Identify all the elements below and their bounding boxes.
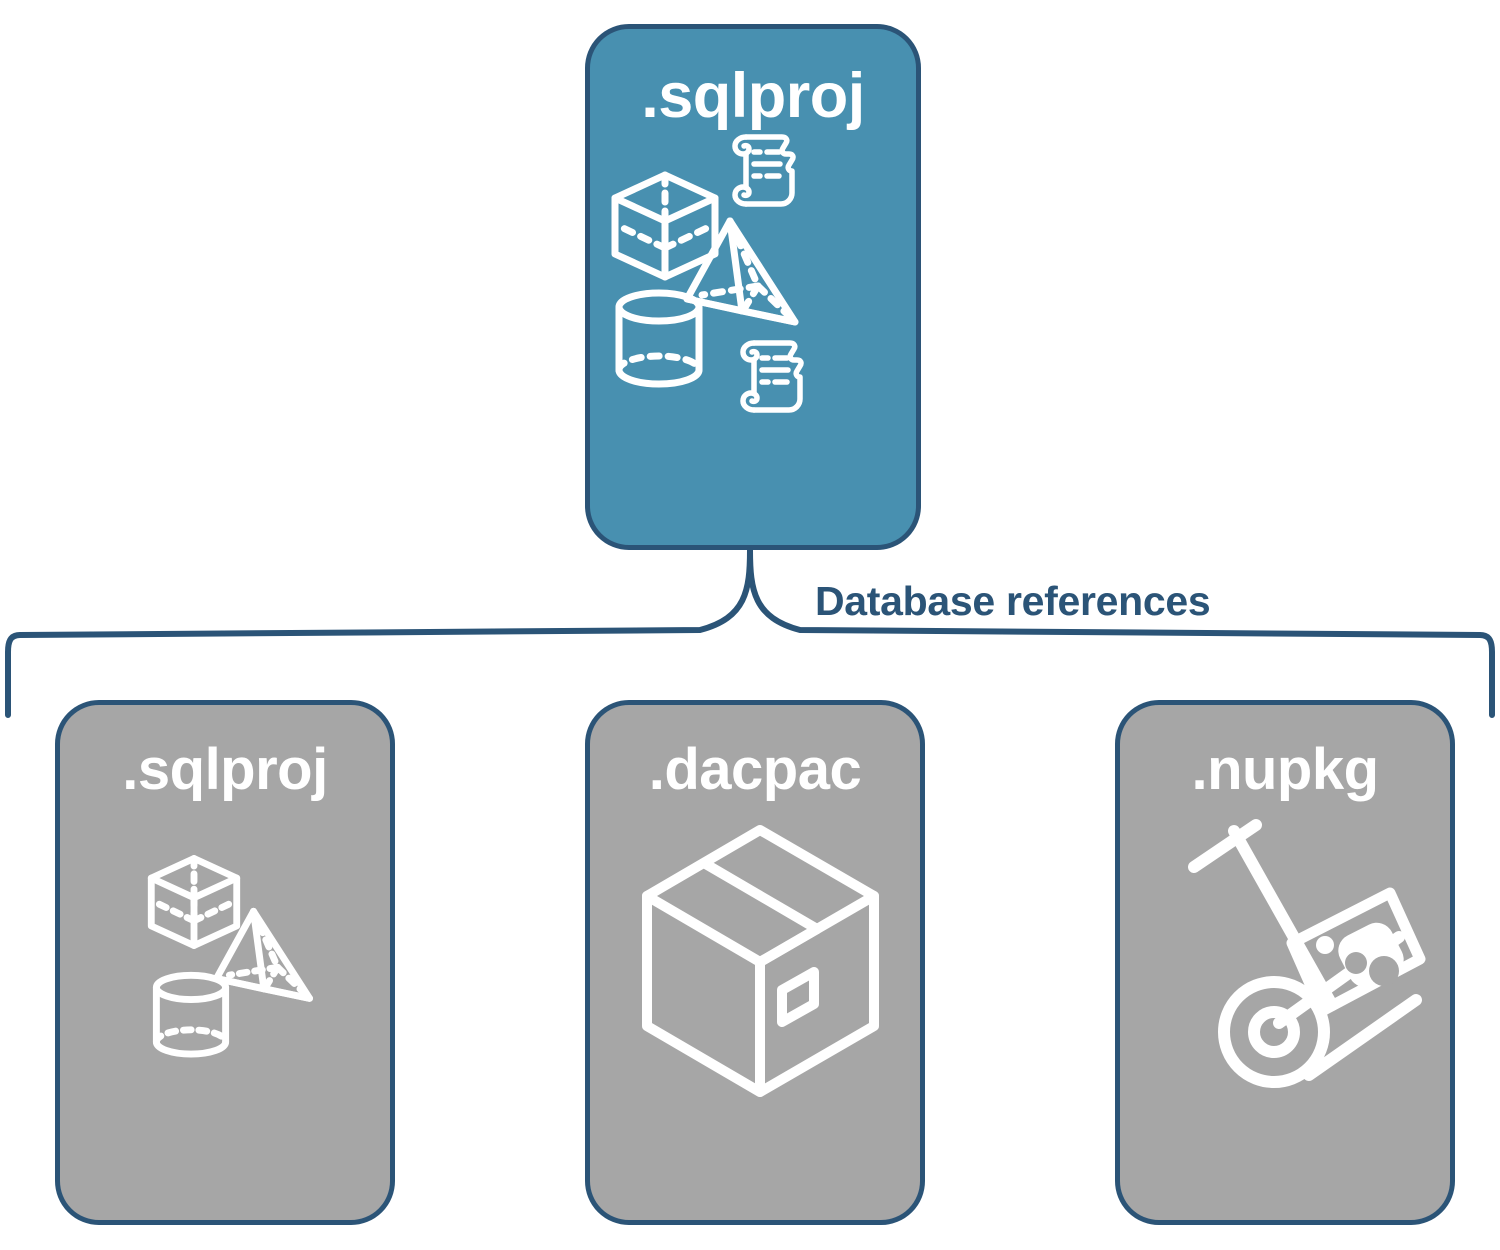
card-root-sqlproj[interactable]: .sqlproj	[585, 24, 921, 550]
card-artwork	[590, 128, 916, 545]
cube-icon	[147, 855, 241, 949]
card-title: .nupkg	[1191, 737, 1379, 802]
card-artwork	[590, 799, 920, 1220]
card-dacpac[interactable]: .dacpac	[585, 700, 925, 1225]
card-title: .sqlproj	[641, 61, 865, 131]
card-title: .sqlproj	[122, 737, 328, 802]
nuget-package-icon	[1286, 887, 1426, 1017]
pyramid-icon	[683, 217, 799, 326]
card-artwork	[1120, 799, 1450, 1220]
scroll-icon	[732, 134, 796, 207]
connector-label: Database references	[815, 578, 1211, 624]
scroll-icon	[740, 340, 804, 413]
cylinder-icon	[152, 971, 230, 1058]
card-sqlproj-reference[interactable]: .sqlproj	[55, 700, 395, 1225]
package-box-icon	[642, 825, 879, 1097]
card-artwork	[60, 799, 390, 1220]
cylinder-icon	[615, 289, 703, 388]
hand-truck-icon	[1188, 819, 1422, 1088]
card-nupkg[interactable]: .nupkg	[1115, 700, 1455, 1225]
card-title: .dacpac	[648, 737, 862, 802]
